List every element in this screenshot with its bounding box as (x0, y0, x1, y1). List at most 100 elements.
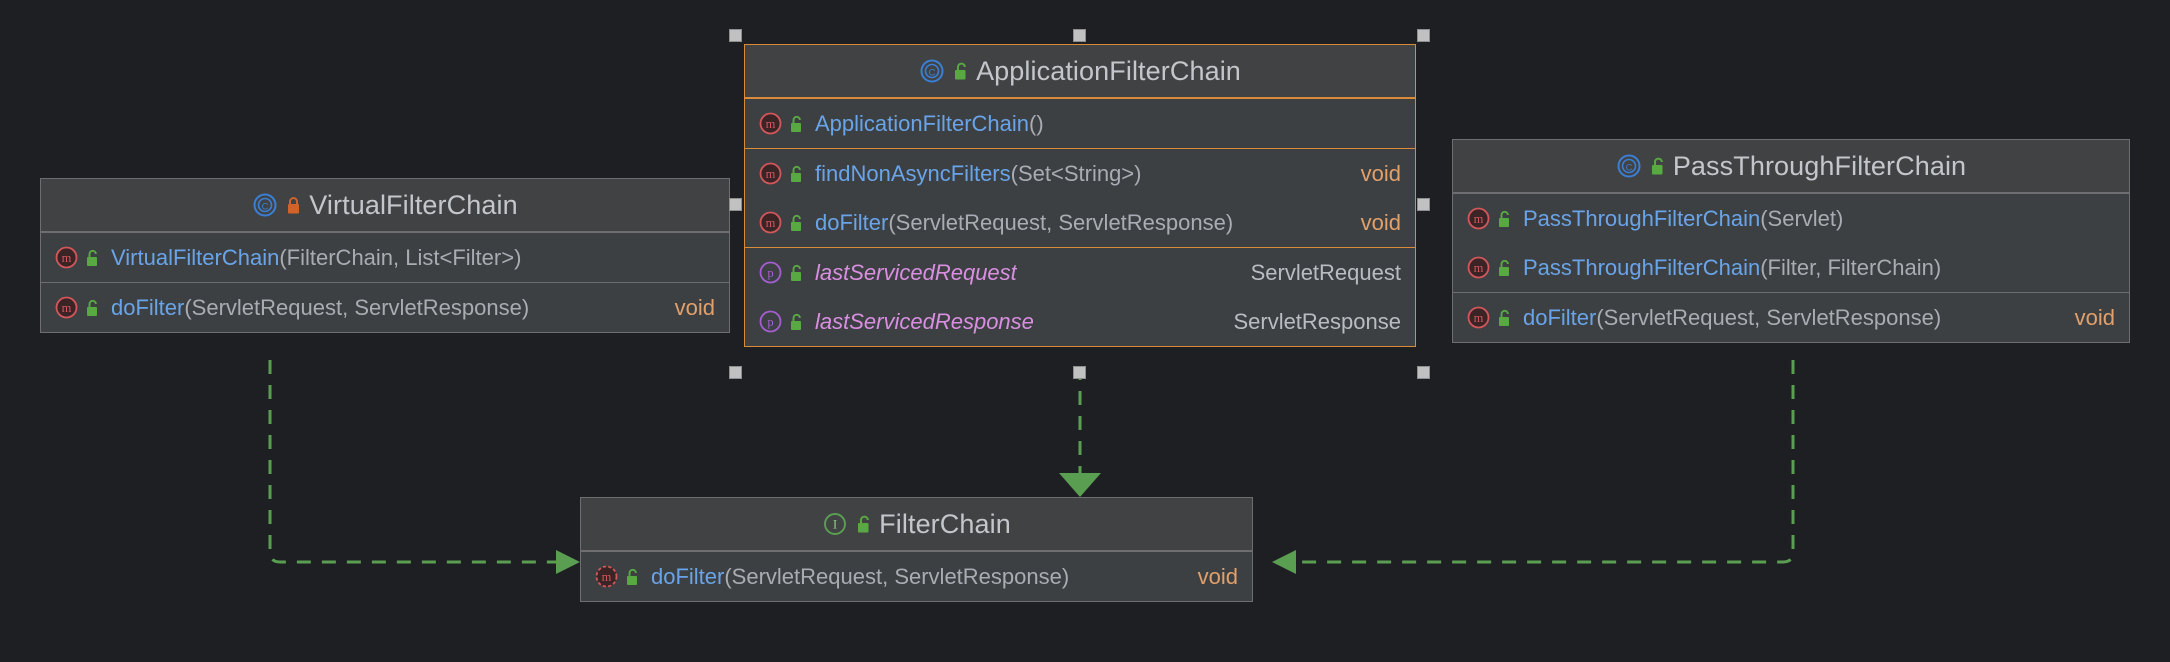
uml-interface-filterchain[interactable]: I FilterChain m (580, 497, 1253, 602)
lock-open-icon (1499, 259, 1509, 276)
member-name: lastServicedRequest (815, 259, 1017, 285)
resize-handle-middle-left[interactable] (729, 198, 742, 211)
member-name: PassThroughFilterChain (1523, 205, 1761, 231)
member-section: m ApplicationFilterChain() (745, 98, 1415, 148)
node-header[interactable]: I FilterChain (581, 498, 1252, 551)
member-name: doFilter (815, 209, 889, 235)
resize-handle-bottom-center[interactable] (1073, 366, 1086, 379)
resize-handle-top-center[interactable] (1073, 29, 1086, 42)
svg-text:p: p (767, 315, 773, 329)
svg-text:m: m (766, 167, 776, 181)
svg-text:m: m (1474, 212, 1484, 226)
row-icons: m (54, 295, 100, 320)
method-icon: m (759, 211, 782, 234)
method-icon: m (1467, 256, 1490, 279)
member-row[interactable]: m VirtualFilterChain(FilterChain, List<F… (41, 233, 729, 282)
node-header[interactable]: C ApplicationFilterChain (745, 45, 1415, 98)
lock-open-icon (1499, 309, 1509, 326)
member-signature: doFilter(ServletRequest, ServletResponse… (651, 564, 1069, 590)
method-icon: m (1467, 306, 1490, 329)
member-name: doFilter (1523, 304, 1597, 330)
member-row[interactable]: p lastServicedRequest ServletRequest (745, 248, 1415, 297)
svg-text:p: p (767, 266, 773, 280)
member-section: m doFilter(ServletRequest, ServletRespon… (1453, 292, 2129, 342)
lock-open-icon (791, 264, 801, 281)
member-row[interactable]: m findNonAsyncFilters(Set<String>) void (745, 149, 1415, 198)
member-params: (ServletRequest, ServletResponse) (184, 294, 530, 320)
member-signature: ApplicationFilterChain() (815, 111, 1044, 137)
resize-handle-top-left[interactable] (729, 29, 742, 42)
row-icons: m (758, 111, 804, 136)
member-signature: PassThroughFilterChain(Servlet) (1523, 206, 1843, 232)
svg-text:C: C (929, 67, 936, 78)
lock-open-icon (791, 165, 801, 182)
resize-handle-top-right[interactable] (1417, 29, 1430, 42)
node-title: PassThroughFilterChain (1672, 150, 1967, 181)
member-return-type: ServletResponse (1233, 308, 1401, 334)
row-icons: m (1466, 305, 1512, 330)
member-row[interactable]: m doFilter(ServletRequest, ServletRespon… (581, 552, 1252, 601)
svg-text:m: m (766, 117, 776, 131)
node-header[interactable]: C PassThroughFilterChain (1453, 140, 2129, 193)
member-section: m doFilter(ServletRequest, ServletRespon… (581, 551, 1252, 601)
member-name: ApplicationFilterChain (815, 110, 1029, 136)
lock-open-icon (858, 515, 869, 532)
svg-text:m: m (62, 301, 72, 315)
node-header[interactable]: C VirtualFilterChain (41, 179, 729, 232)
svg-text:I: I (833, 517, 837, 532)
member-return-type: ServletRequest (1250, 259, 1401, 285)
lock-open-icon (791, 115, 801, 132)
member-params: (ServletRequest, ServletResponse) (888, 209, 1234, 235)
lock-open-icon (955, 62, 966, 79)
member-return-type: void (1360, 160, 1401, 186)
arrowhead-right (1272, 550, 1296, 574)
member-return-type: void (1360, 209, 1401, 235)
member-section: m findNonAsyncFilters(Set<String>) void … (745, 148, 1415, 247)
svg-text:m: m (766, 216, 776, 230)
uml-class-applicationfilterchain[interactable]: C ApplicationFilterChain m (744, 44, 1416, 347)
row-icons: p (758, 260, 804, 285)
uml-class-passthroughfilterchain[interactable]: C PassThroughFilterChain m (1452, 139, 2130, 343)
resize-handle-bottom-left[interactable] (729, 366, 742, 379)
member-signature: doFilter(ServletRequest, ServletResponse… (111, 295, 529, 321)
row-icons: m (1466, 206, 1512, 231)
resize-handle-middle-right[interactable] (1417, 198, 1430, 211)
lock-closed-icon (288, 196, 300, 213)
method-icon: m (1467, 207, 1490, 230)
svg-text:C: C (1625, 162, 1632, 173)
uml-class-virtualfilterchain[interactable]: C VirtualFilterChain m (40, 178, 730, 333)
member-row[interactable]: m PassThroughFilterChain(Filter, FilterC… (1453, 243, 2129, 292)
member-params: (Filter, FilterChain) (1760, 254, 1942, 280)
row-icons: m (54, 245, 100, 270)
property-icon: p (759, 310, 782, 333)
member-section: m PassThroughFilterChain(Servlet) m (1453, 193, 2129, 292)
member-row[interactable]: m PassThroughFilterChain(Servlet) (1453, 194, 2129, 243)
edge-virtualfilterchain-to-filterchain (268, 360, 568, 564)
member-section: p lastServicedRequest ServletRequest p (745, 247, 1415, 346)
member-row[interactable]: m doFilter(ServletRequest, ServletRespon… (1453, 293, 2129, 342)
resize-handle-bottom-right[interactable] (1417, 366, 1430, 379)
svg-text:m: m (1474, 261, 1484, 275)
member-params: () (1029, 110, 1044, 136)
class-icon: C (253, 193, 277, 217)
svg-text:m: m (602, 570, 612, 584)
lock-open-icon (1651, 157, 1663, 174)
member-row[interactable]: m ApplicationFilterChain() (745, 99, 1415, 148)
member-params: (Servlet) (1760, 205, 1844, 231)
member-name: VirtualFilterChain (111, 244, 280, 270)
member-name: findNonAsyncFilters (815, 160, 1011, 186)
node-title: ApplicationFilterChain (976, 55, 1241, 86)
method-icon: m (759, 112, 782, 135)
member-row[interactable]: p lastServicedResponse ServletResponse (745, 297, 1415, 346)
member-row[interactable]: m doFilter(ServletRequest, ServletRespon… (745, 198, 1415, 247)
member-row[interactable]: m doFilter(ServletRequest, ServletRespon… (41, 283, 729, 332)
lock-open-icon (87, 249, 97, 266)
lock-open-icon (627, 568, 637, 585)
node-title: VirtualFilterChain (309, 189, 518, 220)
svg-text:m: m (62, 251, 72, 265)
member-section: m VirtualFilterChain(FilterChain, List<F… (41, 232, 729, 282)
member-signature: VirtualFilterChain(FilterChain, List<Fil… (111, 245, 521, 271)
member-name: PassThroughFilterChain (1523, 254, 1761, 280)
method-icon: m (759, 162, 782, 185)
